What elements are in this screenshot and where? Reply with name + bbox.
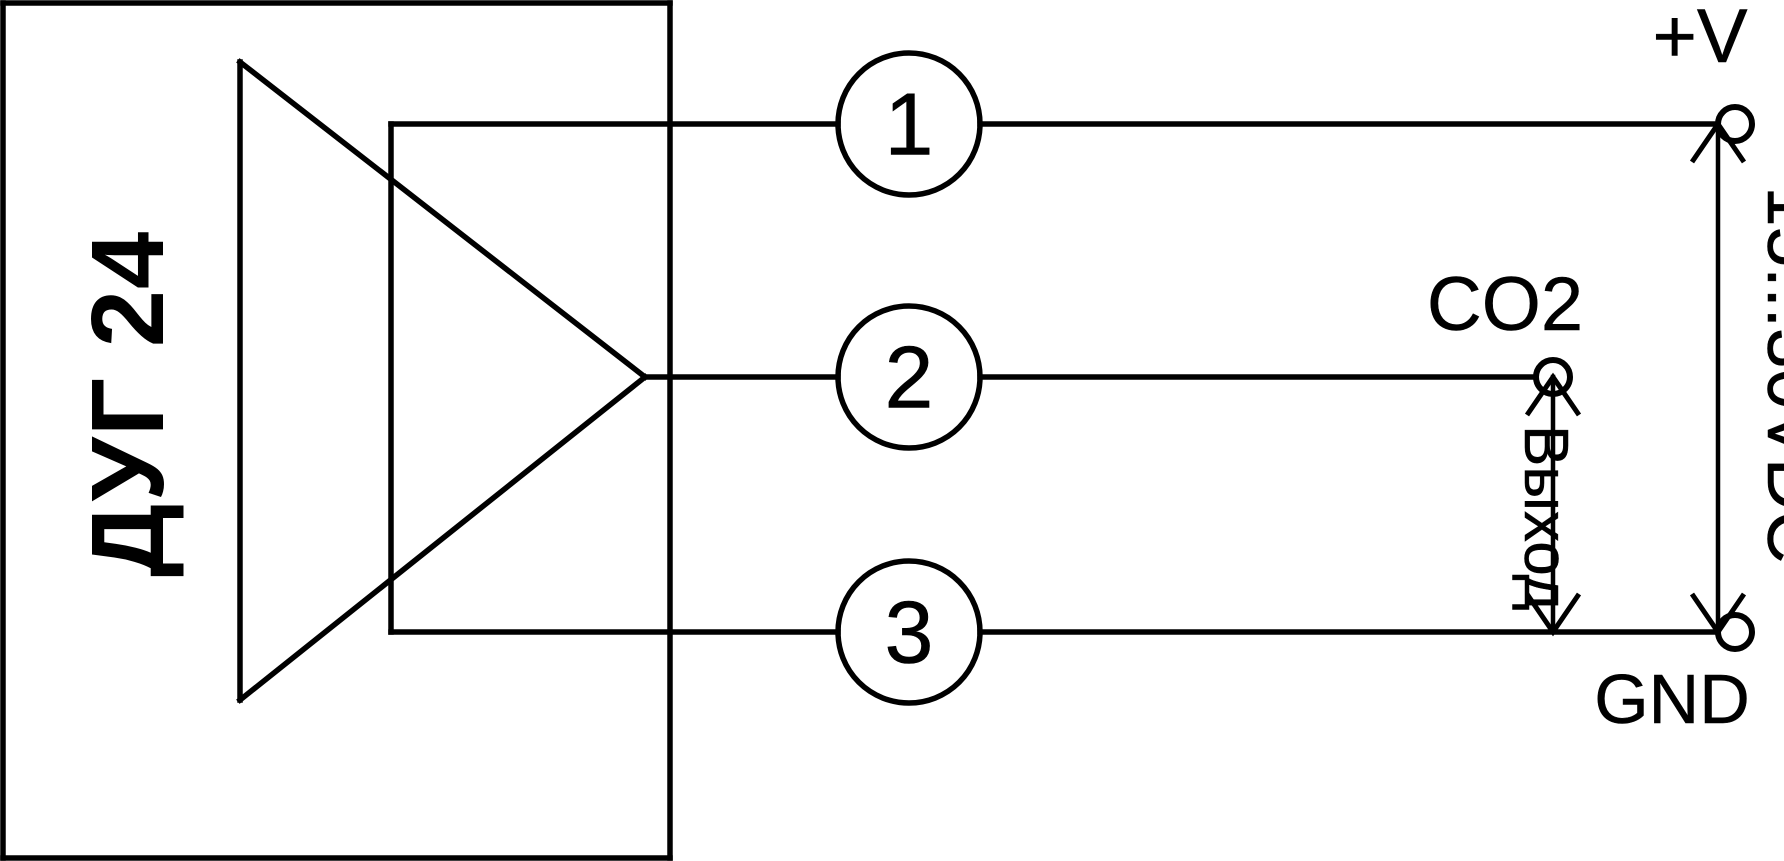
pin-2-number: 2 — [885, 328, 934, 427]
pin-1-group[interactable]: 1 — [835, 50, 1721, 198]
dimension-supply-group: 15...30VDC — [1689, 119, 1784, 637]
device-label: ДУГ 24 — [70, 231, 185, 577]
triangle-lower-edge — [236, 373, 649, 704]
pin-3-group[interactable]: 3 — [835, 558, 1721, 706]
dimension-output-arrow-bottom — [1524, 592, 1582, 637]
dimension-output-group: Выход — [1511, 372, 1582, 637]
dimension-supply-label: 15...30VDC — [1752, 186, 1784, 563]
dimension-output-label: Выход — [1511, 425, 1580, 611]
terminal-gnd-label: GND — [1594, 660, 1750, 738]
internal-wire-bus — [388, 121, 841, 635]
dimension-supply-arrow-bottom — [1689, 592, 1747, 637]
terminal-co2-group[interactable]: CO2 — [1427, 262, 1583, 397]
pin-1-number: 1 — [885, 75, 934, 174]
triangle-upper-edge — [236, 58, 649, 381]
dimension-supply-arrow-top — [1689, 119, 1747, 164]
terminal-plus-v-group[interactable]: +V — [1652, 0, 1755, 144]
terminal-co2-label: CO2 — [1427, 262, 1583, 347]
terminal-plus-v-label: +V — [1652, 0, 1747, 79]
device-enclosure — [0, 0, 673, 861]
speaker-triangle-symbol — [236, 58, 649, 704]
terminal-plus-v-circle[interactable] — [1715, 104, 1755, 144]
dimension-output-arrow-top — [1524, 372, 1582, 417]
pin-2-group[interactable]: 2 — [835, 303, 1539, 451]
terminal-gnd-group[interactable]: GND — [1594, 612, 1755, 738]
terminal-gnd-circle[interactable] — [1715, 612, 1755, 652]
pin-3-number: 3 — [885, 583, 934, 682]
